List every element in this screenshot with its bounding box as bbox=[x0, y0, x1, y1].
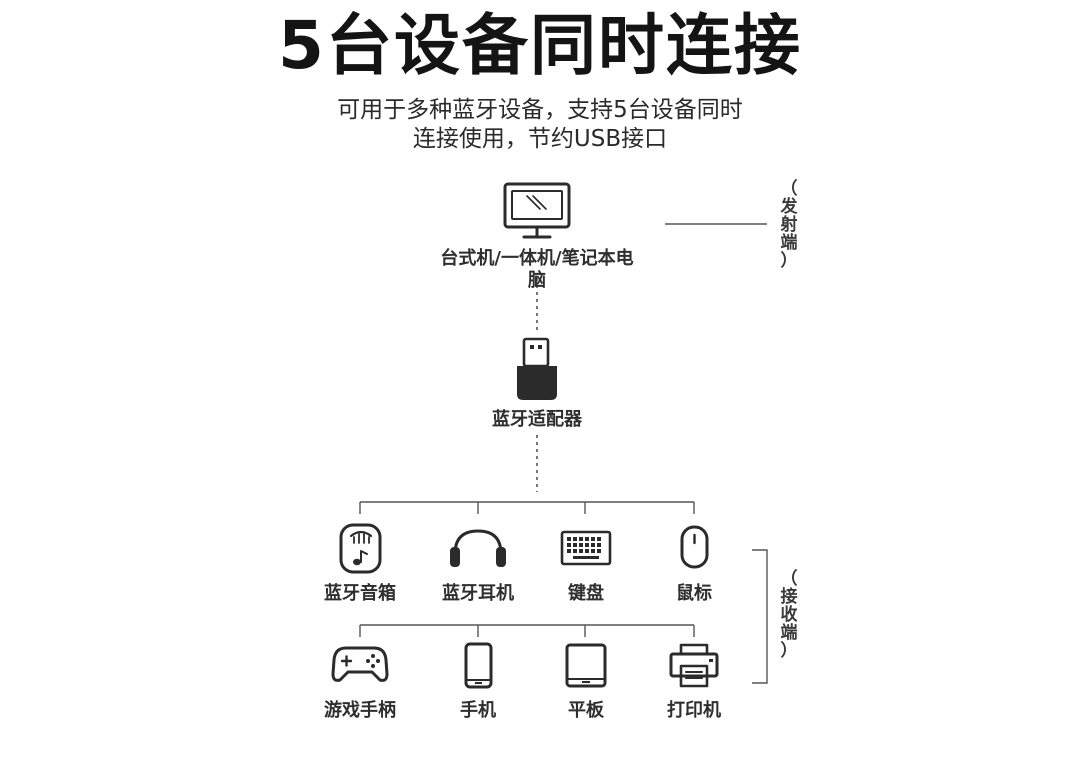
keyboard-icon bbox=[560, 530, 612, 566]
computer-label: 台式机/一体机/笔记本电脑 bbox=[440, 248, 634, 291]
speaker-icon bbox=[339, 523, 382, 574]
tablet-icon bbox=[565, 643, 607, 688]
headphones-icon bbox=[450, 529, 506, 567]
adapter-label: 蓝牙适配器 bbox=[492, 409, 582, 430]
sender-side-label: （ 发 射 端 ） bbox=[780, 179, 798, 271]
monitor-icon bbox=[503, 182, 571, 239]
keyboard-label: 键盘 bbox=[568, 583, 604, 604]
phone-icon bbox=[464, 642, 493, 689]
receiver-side-label: （ 接 收 端 ） bbox=[780, 569, 798, 661]
tablet-label: 平板 bbox=[568, 700, 604, 721]
gamepad-icon bbox=[331, 646, 389, 682]
usb-adapter-icon bbox=[517, 337, 557, 400]
phone-label: 手机 bbox=[460, 700, 496, 721]
subtitle-line-1: 可用于多种蓝牙设备，支持5台设备同时 bbox=[337, 97, 743, 123]
printer-icon bbox=[669, 643, 719, 688]
subtitle-line-2: 连接使用，节约USB接口 bbox=[412, 126, 668, 152]
page-title: 5台设备同时连接 bbox=[278, 7, 802, 84]
mouse-icon bbox=[680, 525, 709, 569]
mouse-label: 鼠标 bbox=[676, 583, 712, 604]
printer-label: 打印机 bbox=[667, 700, 721, 721]
gamepad-label: 游戏手柄 bbox=[324, 700, 396, 721]
headphones-label: 蓝牙耳机 bbox=[442, 583, 514, 604]
receiver-bracket bbox=[752, 549, 768, 684]
speaker-label: 蓝牙音箱 bbox=[324, 583, 396, 604]
